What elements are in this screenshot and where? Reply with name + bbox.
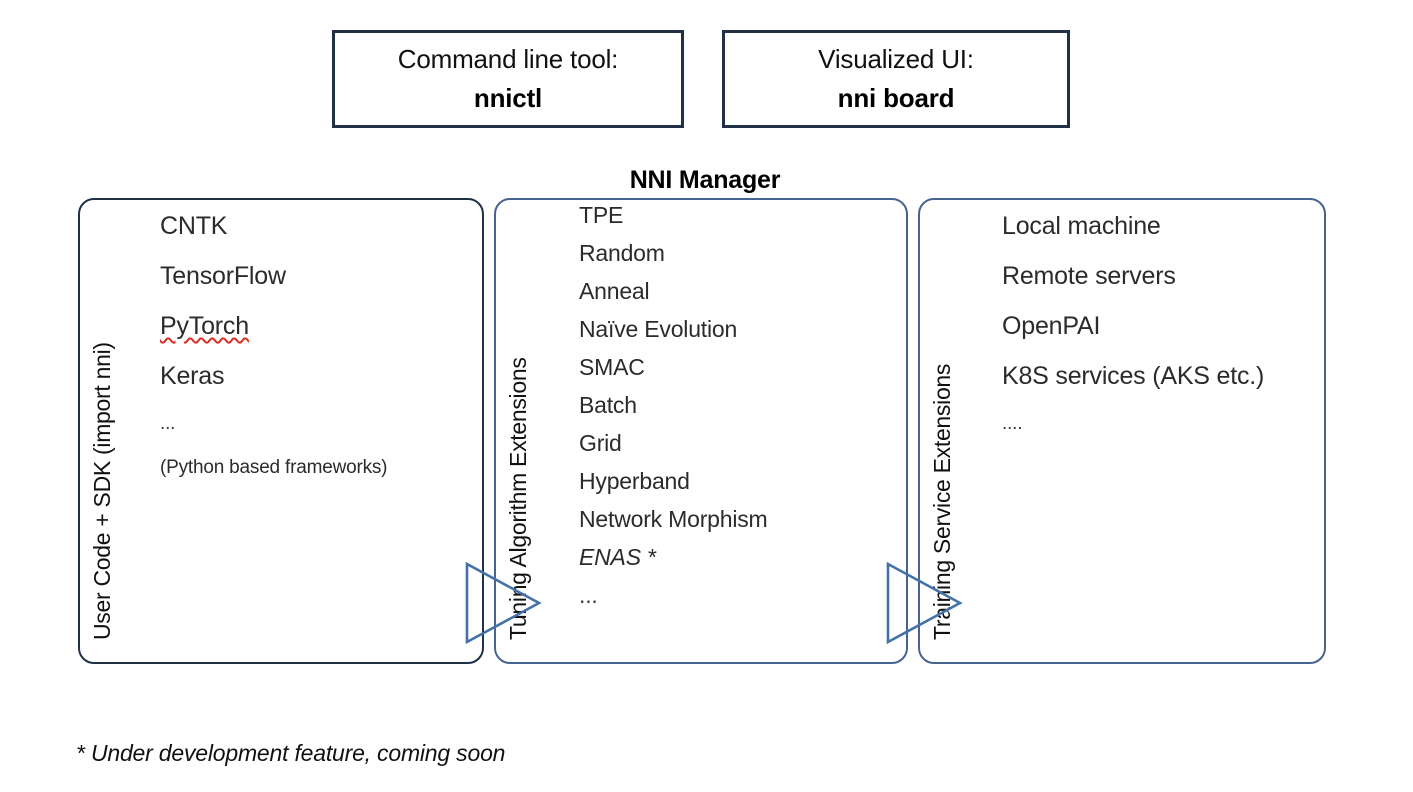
user-code-sdk-column: User Code + SDK (import nni) CNTK Tensor… <box>78 198 484 664</box>
list-item: SMAC <box>579 354 645 380</box>
list-item: Naïve Evolution <box>579 316 738 342</box>
training-service-column: Training Service Extensions Local machin… <box>918 198 1326 664</box>
list-item: TPE <box>579 202 624 228</box>
list-item: K8S services (AKS etc.) <box>1002 362 1265 390</box>
list-item: .... <box>1002 413 1023 434</box>
list-item: ... <box>160 413 176 434</box>
visualized-ui-name: nni board <box>837 82 955 113</box>
list-item: ENAS * <box>579 544 656 570</box>
list-item: Remote servers <box>1002 262 1176 290</box>
command-line-tool-caption: Command line tool: <box>397 43 619 74</box>
list-item: PyTorch <box>160 312 249 340</box>
visualized-ui-box: Visualized UI: nni board <box>722 30 1070 128</box>
nni-manager-title: NNI Manager <box>629 166 781 194</box>
training-service-item-list: Local machine Remote servers OpenPAI K8S… <box>1002 214 1264 662</box>
list-item: Local machine <box>1002 212 1161 240</box>
footnote-text: * Under development feature, coming soon <box>76 740 506 766</box>
list-item: TensorFlow <box>160 262 286 290</box>
command-line-tool-box: Command line tool: nnictl <box>332 30 684 128</box>
arrow-right-icon <box>884 560 964 646</box>
list-item: ... <box>579 582 598 608</box>
tuning-algorithm-column: Tuning Algorithm Extensions TPE Random A… <box>494 198 908 664</box>
user-code-sdk-side-label: User Code + SDK (import nni) <box>89 342 115 640</box>
list-item: (Python based frameworks) <box>160 457 388 478</box>
tuning-algorithm-item-list: TPE Random Anneal Naïve Evolution SMAC B… <box>579 204 768 662</box>
list-item: Batch <box>579 392 637 418</box>
arrow-right-icon <box>463 560 543 646</box>
user-code-sdk-item-list: CNTK TensorFlow PyTorch Keras ... (Pytho… <box>160 212 388 662</box>
list-item: Hyperband <box>579 468 690 494</box>
list-item: Anneal <box>579 278 650 304</box>
list-item: Random <box>579 240 665 266</box>
list-item: Keras <box>160 362 225 390</box>
list-item: CNTK <box>160 212 228 240</box>
command-line-tool-name: nnictl <box>473 82 543 113</box>
list-item: OpenPAI <box>1002 312 1101 340</box>
visualized-ui-caption: Visualized UI: <box>818 43 974 74</box>
list-item: Network Morphism <box>579 506 768 532</box>
list-item: Grid <box>579 430 622 456</box>
